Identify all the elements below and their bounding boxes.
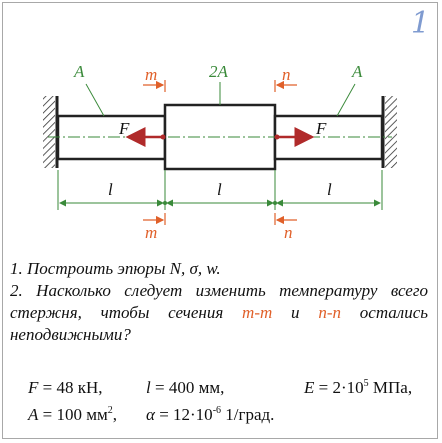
section-m-top-label: m [145, 65, 157, 84]
force-left-label: F [118, 119, 130, 138]
section-n-bottom-label: n [284, 223, 293, 242]
task-list: 1. Построить эпюры N, σ, w. 2. Насколько… [10, 258, 428, 346]
bar-diagram: F F A 2A A m n l l l m n [43, 62, 397, 242]
force-left-point [160, 134, 166, 140]
given-F: F = 48 кН, [28, 378, 103, 397]
problem-card [2, 2, 438, 439]
area-left-label: A [73, 62, 85, 81]
length-3-label: l [327, 180, 332, 199]
area-right-label: A [351, 62, 363, 81]
area-middle-label: 2A [209, 62, 229, 81]
section-m-bottom-label: m [145, 223, 157, 242]
section-n-top-label: n [282, 65, 291, 84]
section-n-ref: n-n [318, 303, 341, 322]
task-2-and: и [272, 303, 319, 322]
dim-node-m [163, 201, 167, 205]
force-right-label: F [315, 119, 327, 138]
area-right-leader [336, 83, 356, 117]
length-2-label: l [217, 180, 222, 199]
given-l: l = 400 мм, [146, 378, 225, 397]
task-1: 1. Построить эпюры N, σ, w. [10, 259, 221, 278]
given-A: A = 100 мм2, [28, 405, 117, 424]
given-E: E = 2·105 МПа, [304, 378, 413, 397]
problem-number: 1 [410, 6, 430, 41]
length-1-label: l [108, 180, 113, 199]
dim-node-n [273, 201, 277, 205]
force-right-point [274, 134, 280, 140]
section-m-ref: m-m [242, 303, 273, 322]
task-2: 2. Насколько следует изменить температур… [10, 280, 428, 346]
given-alpha: α = 12·10-6 1/град. [146, 405, 275, 424]
task-2-end: остались неподвижными? [10, 303, 429, 344]
left-wall-hatch [43, 96, 55, 168]
area-left-leader [85, 83, 105, 117]
task-2-text: 2. Насколько следует изменить температур… [10, 281, 428, 322]
right-wall-hatch [385, 96, 397, 168]
